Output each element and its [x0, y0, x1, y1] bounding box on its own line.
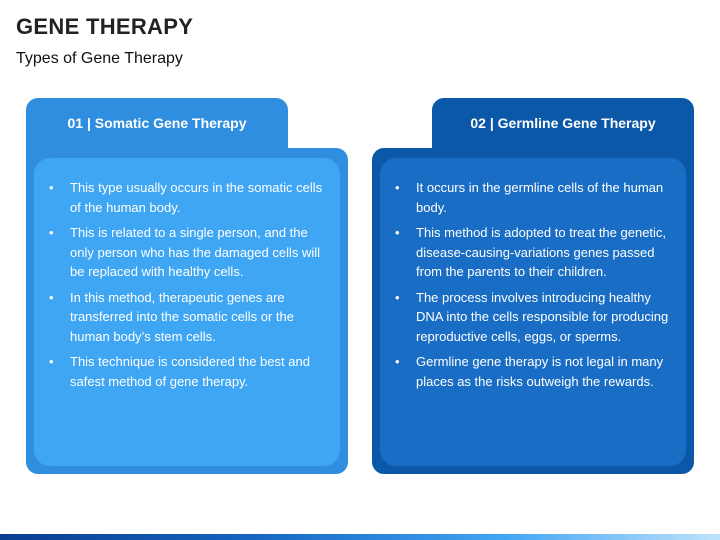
bullet-icon: •	[49, 354, 54, 369]
bullet-icon: •	[49, 289, 54, 305]
list-item-text: It occurs in the germline cells of the h…	[416, 180, 664, 215]
bullet-list: • It occurs in the germline cells of the …	[390, 178, 674, 391]
slide-title: GENE THERAPY	[16, 14, 194, 39]
bullet-icon: •	[395, 225, 400, 240]
list-item: • Germline gene therapy is not legal in m…	[390, 352, 674, 391]
bullet-icon: •	[49, 225, 54, 240]
list-item-text: This type usually occurs in the somatic …	[70, 180, 323, 215]
germline-gene-therapy-card: 02 | Germline Gene Therapy • It occurs in…	[372, 98, 694, 474]
list-item: • This is related to a single person, and…	[44, 223, 328, 282]
list-item-text: This method is adopted to treat the gene…	[416, 225, 667, 279]
list-item: • This type usually occurs in the somatic…	[44, 178, 328, 217]
list-item-text: The process involves introducing healthy…	[416, 289, 669, 344]
card-heading: 02 | Germline Gene Therapy	[470, 115, 656, 131]
list-item: • It occurs in the germline cells of the …	[390, 178, 674, 217]
bullet-icon: •	[395, 354, 400, 369]
bullet-list: • This type usually occurs in the somatic…	[44, 178, 328, 391]
list-item: • This method is adopted to treat the gen…	[390, 223, 674, 282]
bullet-icon: •	[395, 180, 400, 195]
list-item-text: This is related to a single person, and …	[70, 225, 321, 279]
list-item-text: In this method, therapeutic genes are tr…	[70, 289, 294, 344]
somatic-gene-therapy-card: 01 | Somatic Gene Therapy • This type usu…	[26, 98, 348, 474]
bullet-icon: •	[49, 180, 54, 195]
list-item: • The process involves introducing health…	[390, 288, 674, 347]
bullet-icon: •	[395, 289, 400, 305]
card-heading: 01 | Somatic Gene Therapy	[67, 115, 247, 131]
card-body: • It occurs in the germline cells of the …	[380, 158, 686, 466]
bottom-accent-bar	[0, 534, 720, 540]
list-item: • In this method, therapeutic genes are t…	[44, 288, 328, 347]
card-body: • This type usually occurs in the somatic…	[34, 158, 340, 466]
list-item-text: Germline gene therapy is not legal in ma…	[416, 354, 664, 389]
slide-subtitle: Types of Gene Therapy	[16, 50, 183, 67]
list-item-text: This technique is considered the best an…	[70, 354, 310, 389]
list-item: • This technique is considered the best a…	[44, 352, 328, 391]
